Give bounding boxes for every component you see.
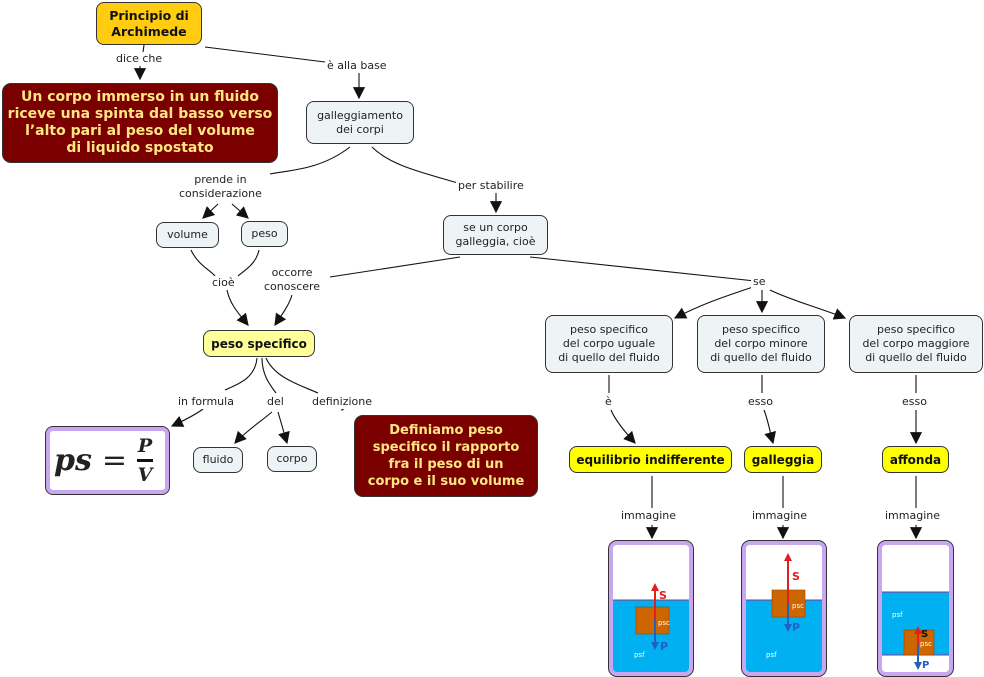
link-del-fluido bbox=[234, 411, 273, 444]
link-label-immagine-3: immagine bbox=[883, 509, 943, 523]
body-block bbox=[635, 606, 670, 635]
node-principio-statement[interactable]: Un corpo immerso in un fluido riceve una… bbox=[2, 83, 278, 163]
node-volume[interactable]: volume bbox=[156, 222, 219, 248]
link-formula-out bbox=[170, 408, 204, 427]
link-label-occorre: occorre conoscere bbox=[262, 266, 323, 294]
link-prende-in bbox=[269, 146, 351, 175]
link-se-in bbox=[529, 256, 756, 282]
label-s: S bbox=[792, 570, 800, 583]
label-psc: psc bbox=[658, 619, 670, 627]
node-galleggia[interactable]: galleggia bbox=[744, 446, 822, 473]
node-corpo[interactable]: corpo bbox=[267, 446, 317, 472]
link-label-per-stabilire: per stabilire bbox=[456, 179, 526, 193]
link-label-del: del bbox=[265, 395, 286, 409]
formula-denominator: V bbox=[137, 464, 153, 486]
label-p: P bbox=[922, 660, 929, 671]
formula-lhs: ps bbox=[54, 443, 92, 478]
link-del-corpo bbox=[277, 411, 290, 445]
node-peso-specifico[interactable]: peso specifico bbox=[203, 330, 315, 357]
formula-fraction: P V bbox=[137, 435, 154, 486]
label-p: P bbox=[660, 640, 668, 653]
link-label-definizione: definizione bbox=[310, 395, 375, 409]
link-occorre-in bbox=[329, 256, 461, 278]
link-cioe-peso bbox=[237, 249, 260, 277]
link-prende-volume bbox=[202, 203, 219, 219]
fraction-bar bbox=[137, 459, 154, 462]
link-cioe-volume bbox=[190, 249, 216, 277]
diagram-equilibrio: S P psc psf bbox=[613, 545, 689, 672]
image-affonda[interactable]: S P psc psf bbox=[877, 540, 954, 677]
node-uguale[interactable]: peso specifico del corpo uguale di quell… bbox=[545, 315, 673, 373]
label-s: S bbox=[659, 589, 667, 602]
link-se-uguale bbox=[673, 286, 754, 319]
link-label-cioe: cioè bbox=[210, 276, 237, 290]
link-label-immagine-2: immagine bbox=[750, 509, 810, 523]
label-psc: psc bbox=[920, 640, 932, 648]
node-peso[interactable]: peso bbox=[241, 221, 288, 247]
label-psf: psf bbox=[892, 611, 903, 619]
link-label-immagine-1: immagine bbox=[619, 509, 679, 523]
air bbox=[613, 545, 689, 600]
label-psf: psf bbox=[766, 651, 777, 659]
link-se-maggiore bbox=[769, 289, 847, 320]
image-galleggia[interactable]: S P psc psf bbox=[741, 540, 827, 677]
node-se-un-corpo[interactable]: se un corpo galleggia, cioè bbox=[443, 215, 548, 255]
node-definizione-text[interactable]: Definiamo peso specifico il rapporto fra… bbox=[354, 415, 538, 497]
link-label-dice-che: dice che bbox=[114, 52, 165, 66]
node-fluido[interactable]: fluido bbox=[193, 447, 243, 473]
link-e-out bbox=[610, 409, 636, 444]
formula-box[interactable]: ps = P V bbox=[45, 426, 170, 495]
link-label-e: è bbox=[603, 395, 614, 409]
label-p: P bbox=[792, 621, 800, 634]
link-dice-che-in bbox=[142, 44, 145, 53]
node-maggiore[interactable]: peso specifico del corpo maggiore di que… bbox=[849, 315, 983, 373]
link-label-in-formula: in formula bbox=[176, 395, 236, 409]
link-def-in bbox=[265, 357, 319, 394]
label-s: S bbox=[921, 629, 928, 640]
link-occorre-out bbox=[274, 294, 293, 327]
node-affonda[interactable]: affonda bbox=[882, 446, 949, 473]
link-stabilire-in bbox=[371, 146, 459, 184]
link-alla-base-in bbox=[204, 46, 326, 63]
link-label-prende: prende in considerazione bbox=[177, 173, 264, 201]
node-minore[interactable]: peso specifico del corpo minore di quell… bbox=[697, 315, 825, 373]
label-psc: psc bbox=[792, 602, 804, 610]
diagram-galleggia: S P psc psf bbox=[746, 545, 822, 672]
link-esso1-out bbox=[763, 409, 776, 445]
node-principio-archimede[interactable]: Principio di Archimede bbox=[96, 2, 202, 45]
link-label-esso-1: esso bbox=[746, 395, 775, 409]
link-label-se: se bbox=[751, 275, 768, 289]
diagram-affonda: S P psc psf bbox=[882, 545, 949, 672]
link-formula-in bbox=[224, 357, 258, 391]
link-label-alla-base: è alla base bbox=[325, 59, 389, 73]
link-cioe-out bbox=[226, 289, 249, 326]
link-label-esso-2: esso bbox=[900, 395, 929, 409]
node-equilibrio-indifferente[interactable]: equilibrio indifferente bbox=[569, 446, 732, 473]
link-prende-peso bbox=[231, 203, 249, 219]
image-equilibrio[interactable]: S P psc psf bbox=[608, 540, 694, 677]
air bbox=[882, 545, 949, 592]
formula-numerator: P bbox=[137, 435, 153, 457]
formula-equals: = bbox=[101, 443, 128, 478]
link-del-in bbox=[261, 357, 277, 394]
node-galleggiamento[interactable]: galleggiamento dei corpi bbox=[306, 101, 414, 144]
label-psf: psf bbox=[634, 651, 645, 659]
